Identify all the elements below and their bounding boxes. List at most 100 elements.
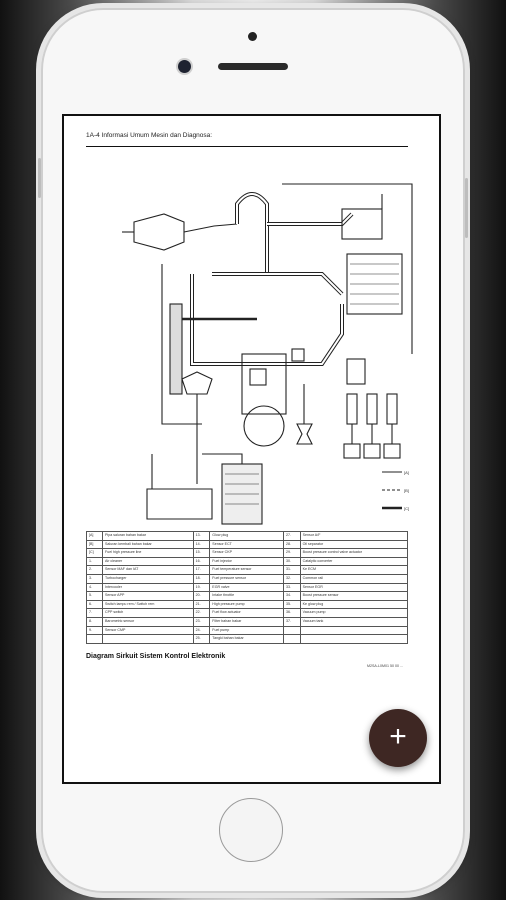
intercooler xyxy=(346,253,403,315)
table-cell: 7. xyxy=(86,608,103,618)
table-cell: 8. xyxy=(86,616,103,627)
table-cell: 21. xyxy=(192,599,211,610)
table-cell: EGR valve xyxy=(209,582,284,593)
sensor-dot xyxy=(248,32,257,41)
egr-valve xyxy=(291,348,305,362)
table-cell: 29. xyxy=(282,548,301,558)
table-cell: 30. xyxy=(282,556,301,567)
table-cell: 34. xyxy=(282,591,301,601)
catalytic-converter xyxy=(133,213,185,251)
table-cell: Sensor CMP xyxy=(102,625,194,636)
table-cell xyxy=(299,625,409,636)
charge-pipe xyxy=(267,212,354,226)
volume-button xyxy=(38,158,41,198)
table-cell: 36. xyxy=(282,608,301,618)
table-cell: 32. xyxy=(282,573,301,584)
egr-pipe xyxy=(212,272,344,296)
table-cell: 16. xyxy=(192,556,211,567)
table-cell: 6. xyxy=(86,599,103,610)
table-cell: Glow plug xyxy=(209,531,284,541)
table-cell: 25. xyxy=(192,634,211,644)
table-cell: 23. xyxy=(192,616,211,627)
table-cell: Fuel injector xyxy=(209,556,284,567)
table-cell: Saluran kembali bahan bakar xyxy=(102,539,194,550)
table-cell: 2. xyxy=(86,565,103,575)
intake-pipe-upper xyxy=(235,192,269,274)
table-cell: Fuel temperature sensor xyxy=(209,565,284,575)
fuel-pump-assembly xyxy=(181,371,213,395)
table-cell: 37. xyxy=(282,616,301,627)
table-cell: [C] xyxy=(86,548,103,558)
piston xyxy=(243,405,285,447)
table-cell: Pipa saluran bahan bakar xyxy=(102,531,194,541)
table-cell: 22. xyxy=(192,608,211,618)
table-cell: [B] xyxy=(86,539,103,550)
table-cell: Sensor MAF dan IAT xyxy=(102,565,194,575)
table-cell: Ke ECM xyxy=(299,565,409,575)
table-cell: 20. xyxy=(192,591,211,601)
front-camera xyxy=(178,60,191,73)
table-cell: 15. xyxy=(192,548,211,558)
app-screen[interactable]: 1A-4 Informasi Umum Mesin dan Diagnosa: xyxy=(62,114,441,784)
table-cell: Sensor ECT xyxy=(209,539,284,550)
table-cell: Boost pressure control valve actuator xyxy=(299,548,409,558)
table-cell: Tangki bahan bakar xyxy=(209,634,284,644)
svg-text:[A]: [A] xyxy=(404,470,409,475)
table-cell: 27. xyxy=(282,531,301,541)
add-fab-button[interactable]: + xyxy=(369,709,427,767)
table-cell: 1. xyxy=(86,556,103,567)
table-cell: Vacuum pump xyxy=(299,608,409,618)
table-cell: Sensor CKP xyxy=(209,548,284,558)
table-cell: Sensor EGR xyxy=(299,582,409,593)
table-cell: Sensor A/F xyxy=(299,531,409,541)
table-cell: 18. xyxy=(192,573,211,584)
table-cell: 35. xyxy=(282,599,301,610)
intake-pipe-upper-inner xyxy=(236,193,268,274)
document-header: 1A-4 Informasi Umum Mesin dan Diagnosa: xyxy=(86,132,408,147)
intake-manifold xyxy=(169,303,183,395)
air-cleaner xyxy=(341,208,383,240)
home-button[interactable] xyxy=(219,798,283,862)
table-cell xyxy=(102,634,194,644)
table-cell xyxy=(299,634,409,644)
table-cell: Air cleaner xyxy=(102,556,194,567)
table-cell: 5. xyxy=(86,591,103,601)
table-cell: 31. xyxy=(282,565,301,575)
exhaust-pipe xyxy=(183,223,238,233)
table-cell: Oil separator xyxy=(299,539,409,550)
footer-code: M2SA-L0M01 50 00 ... xyxy=(367,664,403,668)
table-cell: 14. xyxy=(192,539,211,550)
engine-block xyxy=(241,353,287,415)
table-cell: 17. xyxy=(192,565,211,575)
table-cell: Turbocharger xyxy=(102,573,194,584)
table-cell: Fuel pressure sensor xyxy=(209,573,284,584)
earpiece-speaker xyxy=(218,63,288,70)
plus-icon: + xyxy=(389,720,407,753)
table-cell xyxy=(282,625,301,636)
table-cell: [A] xyxy=(86,531,103,541)
table-cell xyxy=(86,634,103,644)
table-cell: 4. xyxy=(86,582,103,593)
vacuum-pump xyxy=(296,423,313,445)
table-cell: High pressure pump xyxy=(209,599,284,610)
table-cell: Fuel pump xyxy=(209,625,284,636)
table-cell xyxy=(282,634,301,644)
svg-text:[B]: [B] xyxy=(404,488,409,493)
engine-control-diagram[interactable]: [A] [B] [C] xyxy=(92,154,422,526)
table-cell: Fuel high pressure line xyxy=(102,548,194,558)
table-cell: Ke glow plug xyxy=(299,599,409,610)
power-button xyxy=(465,178,468,238)
table-cell: 13. xyxy=(192,531,211,541)
